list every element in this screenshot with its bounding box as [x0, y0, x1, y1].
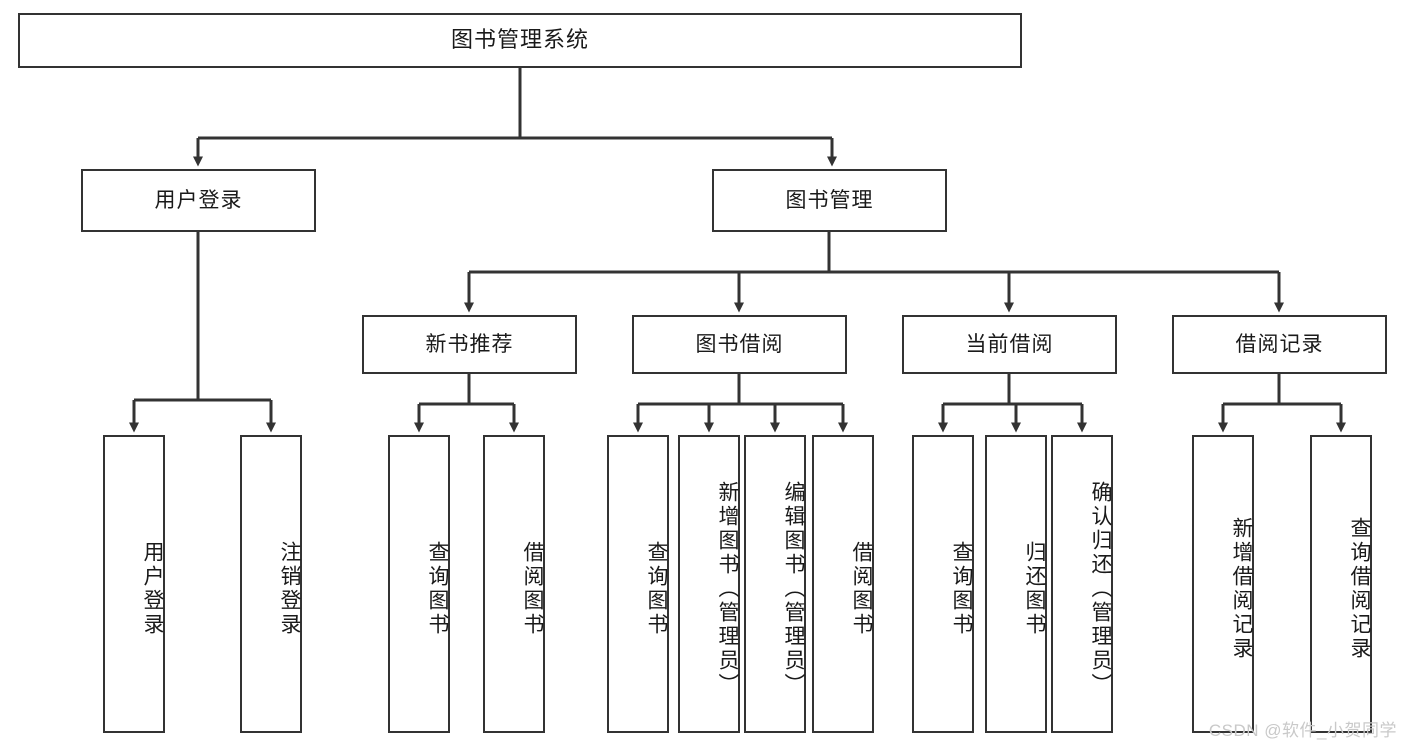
node-leaf-query-book-1-label: 查询图书: [426, 541, 449, 637]
node-leaf-user-login-label: 用户登录: [141, 541, 164, 637]
node-leaf-add-record-label: 新增借阅记录: [1230, 517, 1253, 661]
node-leaf-add-book[interactable]: 新增图书（管理员）: [678, 435, 740, 733]
node-book-borrow-label: 图书借阅: [695, 332, 784, 356]
node-leaf-borrow-book-1-label: 借阅图书: [521, 541, 544, 637]
node-leaf-query-book-3[interactable]: 查询图书: [912, 435, 974, 733]
node-book-manage-label: 图书管理: [785, 188, 874, 212]
node-leaf-logout[interactable]: 注销登录: [240, 435, 302, 733]
node-leaf-add-book-label: 新增图书（管理员）: [716, 481, 739, 697]
node-borrow-record-label: 借阅记录: [1235, 332, 1324, 356]
node-leaf-query-record-label: 查询借阅记录: [1348, 517, 1371, 661]
node-leaf-edit-book[interactable]: 编辑图书（管理员）: [744, 435, 806, 733]
node-leaf-return-book-label: 归还图书: [1023, 541, 1046, 637]
node-leaf-user-login[interactable]: 用户登录: [103, 435, 165, 733]
node-leaf-confirm-return[interactable]: 确认归还（管理员）: [1051, 435, 1113, 733]
node-root-label: 图书管理系统: [450, 27, 589, 53]
node-leaf-return-book[interactable]: 归还图书: [985, 435, 1047, 733]
node-borrow-record[interactable]: 借阅记录: [1172, 315, 1387, 374]
node-current-borrow[interactable]: 当前借阅: [902, 315, 1117, 374]
node-current-borrow-label: 当前借阅: [965, 332, 1054, 356]
node-user-login-label: 用户登录: [154, 188, 243, 212]
node-leaf-add-record[interactable]: 新增借阅记录: [1192, 435, 1254, 733]
csdn-watermark: CSDN @软件_小贺同学: [1208, 721, 1397, 740]
node-leaf-confirm-return-label: 确认归还（管理员）: [1089, 481, 1112, 697]
node-leaf-query-book-2[interactable]: 查询图书: [607, 435, 669, 733]
node-leaf-query-book-1[interactable]: 查询图书: [388, 435, 450, 733]
node-leaf-query-record[interactable]: 查询借阅记录: [1310, 435, 1372, 733]
node-leaf-logout-label: 注销登录: [278, 541, 301, 637]
node-user-login[interactable]: 用户登录: [81, 169, 316, 232]
node-new-book-recommend[interactable]: 新书推荐: [362, 315, 577, 374]
node-leaf-edit-book-label: 编辑图书（管理员）: [782, 481, 805, 697]
node-root[interactable]: 图书管理系统: [18, 13, 1022, 68]
node-leaf-borrow-book-1[interactable]: 借阅图书: [483, 435, 545, 733]
node-leaf-borrow-book-2[interactable]: 借阅图书: [812, 435, 874, 733]
node-leaf-query-book-2-label: 查询图书: [645, 541, 668, 637]
node-new-book-recommend-label: 新书推荐: [425, 332, 514, 356]
node-leaf-borrow-book-2-label: 借阅图书: [850, 541, 873, 637]
node-book-borrow[interactable]: 图书借阅: [632, 315, 847, 374]
node-book-manage[interactable]: 图书管理: [712, 169, 947, 232]
node-leaf-query-book-3-label: 查询图书: [950, 541, 973, 637]
